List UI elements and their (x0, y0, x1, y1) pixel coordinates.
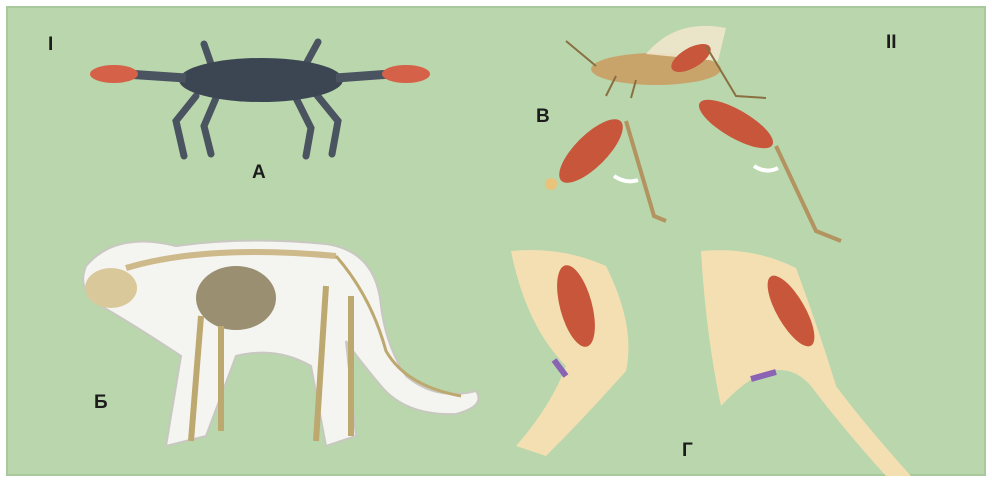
illustration-plate: I II А Б В Г (6, 6, 986, 476)
human-leg-straight (701, 250, 911, 476)
human-leg-diagram (6, 6, 986, 476)
